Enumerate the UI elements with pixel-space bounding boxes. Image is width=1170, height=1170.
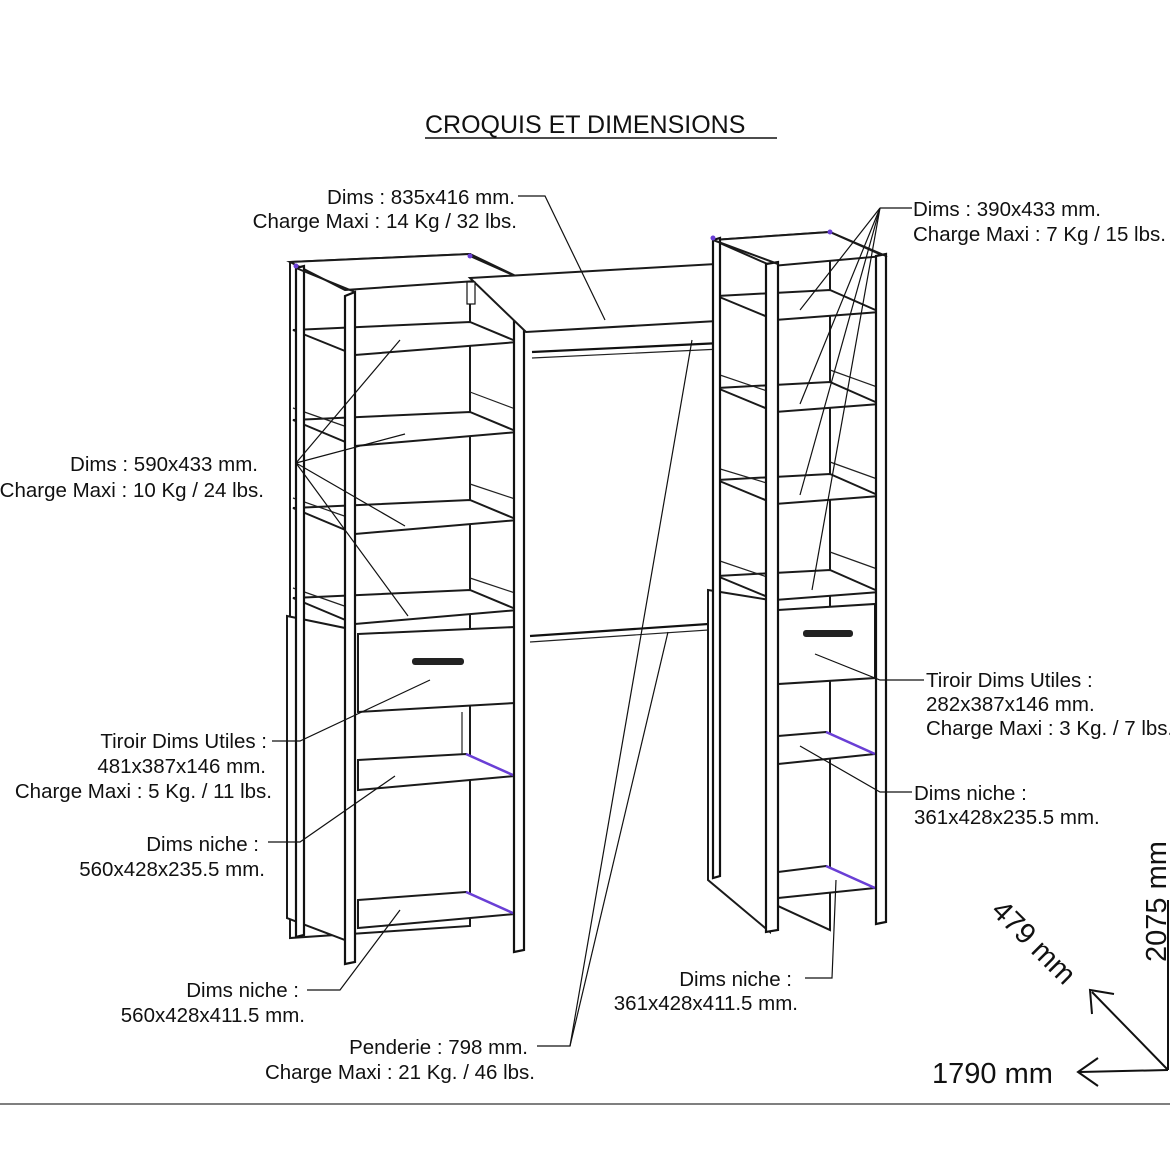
right-drawer-handle[interactable] xyxy=(803,630,853,637)
left-front-post xyxy=(343,290,357,966)
label-rail-2: Charge Maxi : 21 Kg. / 46 lbs. xyxy=(265,1061,535,1084)
left-drawer-handle[interactable] xyxy=(412,658,464,665)
label-top-center-1: Dims : 835x416 mm. xyxy=(327,186,515,209)
right-back-post xyxy=(711,236,722,880)
label-top-center-2: Charge Maxi : 14 Kg / 32 lbs. xyxy=(253,210,517,233)
label-right-drawer-2: 282x387x146 mm. xyxy=(926,693,1095,716)
diagram-title: CROQUIS ET DIMENSIONS xyxy=(425,111,745,139)
label-left-niche-small-1: Dims niche : xyxy=(146,833,259,856)
right-front-post xyxy=(764,260,780,934)
label-left-niche-large-2: 560x428x411.5 mm. xyxy=(121,1004,305,1027)
right-outer-post xyxy=(874,252,888,926)
label-right-niche-small-1: Dims niche : xyxy=(914,782,1027,805)
annotation-labels: Dims : 835x416 mm. Charge Maxi : 14 Kg /… xyxy=(0,186,1170,1084)
label-right-niche-large-1: Dims niche : xyxy=(679,968,792,991)
leader-lines xyxy=(268,195,924,1047)
label-top-right-2: Charge Maxi : 7 Kg / 15 lbs. xyxy=(913,223,1166,246)
left-drawer[interactable] xyxy=(357,625,516,714)
width-dimension: 1790 mm xyxy=(932,1058,1053,1090)
right-module xyxy=(707,229,888,935)
overall-dimensions: 1790 mm 479 mm 2075 mm xyxy=(932,841,1170,1090)
label-right-drawer-3: Charge Maxi : 3 Kg. / 7 lbs. xyxy=(926,717,1170,740)
left-back-post xyxy=(294,264,306,939)
label-left-niche-small-2: 560x428x235.5 mm. xyxy=(79,858,265,881)
label-left-drawer-1: Tiroir Dims Utiles : xyxy=(100,730,267,753)
label-left-shelves-2: Charge Maxi : 10 Kg / 24 lbs. xyxy=(0,479,264,502)
height-dimension: 2075 mm xyxy=(1141,841,1170,962)
label-right-niche-small-2: 361x428x235.5 mm. xyxy=(914,806,1100,829)
left-inner-post xyxy=(512,276,526,954)
upper-rail xyxy=(531,340,743,354)
left-module xyxy=(286,252,526,966)
label-right-drawer-1: Tiroir Dims Utiles : xyxy=(926,669,1093,692)
label-left-drawer-2: 481x387x146 mm. xyxy=(97,755,266,778)
label-left-drawer-3: Charge Maxi : 5 Kg. / 11 lbs. xyxy=(15,780,272,803)
label-right-niche-large-2: 361x428x411.5 mm. xyxy=(614,992,798,1015)
label-top-right-1: Dims : 390x433 mm. xyxy=(913,198,1101,221)
label-left-shelves-1: Dims : 590x433 mm. xyxy=(70,453,258,476)
lower-rail xyxy=(529,620,739,638)
label-left-niche-large-1: Dims niche : xyxy=(186,979,299,1002)
depth-dimension: 479 mm xyxy=(985,894,1082,991)
label-rail-1: Penderie : 798 mm. xyxy=(349,1036,528,1059)
